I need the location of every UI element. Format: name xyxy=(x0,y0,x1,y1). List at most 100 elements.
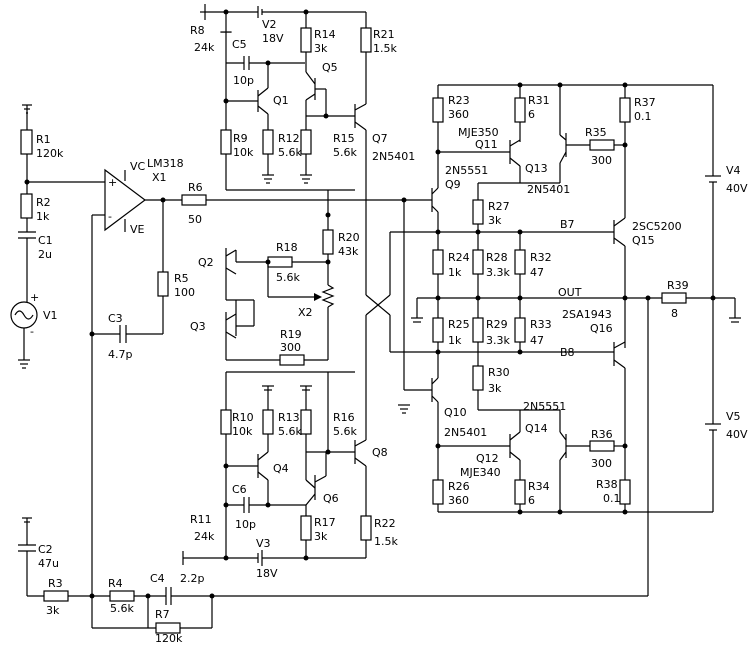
q16-part: 2SA1943 xyxy=(562,308,612,321)
r1-ref: R1 xyxy=(36,133,51,146)
v5-value: 40V xyxy=(726,428,748,441)
r36-ref: R36 xyxy=(591,428,613,441)
resistor-r16-gnd[interactable] xyxy=(300,409,312,435)
q4-ref: Q4 xyxy=(273,462,289,475)
q10-part: 2N5401 xyxy=(444,426,487,439)
resistor-r23[interactable] xyxy=(432,97,444,123)
q15-ref: Q15 xyxy=(632,234,655,247)
r14-value: 3k xyxy=(314,42,328,55)
resistor-r6[interactable] xyxy=(181,194,207,206)
c5-ref: C5 xyxy=(232,38,247,51)
r24-ref: R24 xyxy=(448,251,470,264)
r10-value: 10k xyxy=(232,425,253,438)
r27-value: 3k xyxy=(488,214,502,227)
resistor-r15[interactable] xyxy=(300,129,312,155)
net-label-b8: B8 xyxy=(560,346,575,359)
r3-ref: R3 xyxy=(48,577,63,590)
resistor-r19[interactable] xyxy=(279,354,305,366)
resistor-r29[interactable] xyxy=(472,317,484,343)
r8-value: 24k xyxy=(194,41,215,54)
feedback-network: C2 47u R3 3k R4 5.6k C4 2.2p R7 120k xyxy=(18,517,648,645)
r17-value: 3k xyxy=(314,530,328,543)
sine-icon xyxy=(14,310,34,320)
r13-ref: R13 xyxy=(278,411,300,424)
r21-value: 1.5k xyxy=(373,42,397,55)
resistor-r2[interactable] xyxy=(20,193,33,219)
op-amp-x1[interactable]: + - VC VE LM318 X1 R6 50 R5 100 C3 4.7p xyxy=(89,157,433,628)
r38-value: 0.1 xyxy=(603,492,621,505)
resistor-r1[interactable] xyxy=(20,129,33,155)
svg-text:-: - xyxy=(108,210,112,223)
resistor-r25[interactable] xyxy=(432,317,444,343)
r25-value: 1k xyxy=(448,334,462,347)
r15-value: 5.6k xyxy=(333,146,357,159)
r2-value: 1k xyxy=(36,210,50,223)
v3-value: 18V xyxy=(256,567,278,580)
resistor-r24[interactable] xyxy=(432,249,444,275)
resistor-r33[interactable] xyxy=(514,317,526,343)
resistor-r37[interactable] xyxy=(619,97,631,123)
resistor-r4[interactable] xyxy=(109,590,135,602)
r34-value: 6 xyxy=(528,494,535,507)
resistor-r38[interactable] xyxy=(619,479,631,505)
r35-ref: R35 xyxy=(585,126,607,139)
resistor-r10[interactable] xyxy=(220,409,232,435)
resistor-r5[interactable] xyxy=(157,271,169,297)
q11-part: MJE350 xyxy=(458,126,499,139)
net-label-out: OUT xyxy=(558,286,582,299)
resistor-r26[interactable] xyxy=(432,479,444,505)
r16-value: 5.6k xyxy=(333,425,357,438)
resistor-r28[interactable] xyxy=(472,249,484,275)
resistor-r3[interactable] xyxy=(43,590,69,602)
v2-ref: V2 xyxy=(262,18,277,31)
r32-value: 47 xyxy=(530,266,544,279)
resistor-r30[interactable] xyxy=(472,365,484,391)
r18-value: 5.6k xyxy=(276,271,300,284)
resistor-r34[interactable] xyxy=(514,479,526,505)
r29-value: 3.3k xyxy=(486,334,510,347)
r7-value: 120k xyxy=(155,632,183,645)
resistor-r14[interactable] xyxy=(300,27,312,53)
q15-part: 2SC5200 xyxy=(632,220,682,233)
r28-ref: R28 xyxy=(486,251,508,264)
r9-value: 10k xyxy=(233,146,254,159)
r10-ref: R10 xyxy=(232,411,254,424)
r38-ref: R38 xyxy=(596,478,618,491)
resistor-r9[interactable] xyxy=(220,129,232,155)
r37-value: 0.1 xyxy=(634,110,652,123)
resistor-r35[interactable] xyxy=(589,139,615,151)
r23-value: 360 xyxy=(448,108,469,121)
resistor-r39[interactable] xyxy=(661,292,687,304)
resistor-r36[interactable] xyxy=(589,440,615,452)
resistor-r31[interactable] xyxy=(514,97,526,123)
r26-value: 360 xyxy=(448,494,469,507)
r12-value: 5.6k xyxy=(278,146,302,159)
bias-network: R20 43k X2 Q2 R18 5.6k Q3 xyxy=(190,190,360,366)
x1-pin-vc: VC xyxy=(130,160,146,173)
q8-ref: Q8 xyxy=(372,446,388,459)
v1-ref: V1 xyxy=(43,309,58,322)
resistor-r20[interactable] xyxy=(322,229,334,255)
r2-ref: R2 xyxy=(36,196,51,209)
resistor-r17[interactable] xyxy=(300,515,312,541)
resistor-r13[interactable] xyxy=(262,409,274,435)
r21-ref: R21 xyxy=(373,28,395,41)
resistor-r32[interactable] xyxy=(514,249,526,275)
resistor-r27[interactable] xyxy=(472,199,484,225)
r25-ref: R25 xyxy=(448,318,470,331)
r6-value: 50 xyxy=(188,213,202,226)
resistor-r21[interactable] xyxy=(360,27,372,53)
resistor-r22[interactable] xyxy=(360,515,372,541)
r22-ref: R22 xyxy=(374,517,396,530)
v2-value: 18V xyxy=(262,32,284,45)
c4-ref: C4 xyxy=(150,572,165,585)
resistor-r12[interactable] xyxy=(262,129,274,155)
resistor-r18[interactable] xyxy=(267,256,293,268)
potentiometer-x2[interactable] xyxy=(321,284,335,308)
c2-value: 47u xyxy=(38,557,59,570)
v4-ref: V4 xyxy=(726,164,741,177)
x1-pin-ve: VE xyxy=(130,223,145,236)
c5-value: 10p xyxy=(233,74,254,87)
q1-ref: Q1 xyxy=(273,94,289,107)
